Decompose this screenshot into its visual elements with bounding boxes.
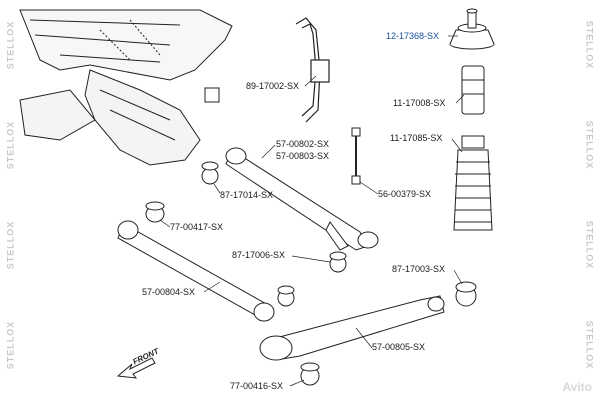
stabilizer-bar [295,17,330,123]
front-arrow-icon [116,357,156,379]
part-label-87-17014-sx: 87-17014-SX [220,190,274,200]
part-label-56-00379-sx: 56-00379-SX [378,189,432,199]
bushing-87-17003 [455,281,477,307]
watermark-left-4: STELLOX [5,320,16,370]
bushing-87-17006 [277,251,347,307]
watermark-right-4: STELLOX [584,320,595,370]
upper-control-arm [225,147,379,251]
part-label-87-17006-sx: 87-17006-SX [232,250,286,260]
part-label-57-00803-sx: 57-00803-SX [276,151,330,161]
lower-control-arm [117,220,275,322]
watermark-left-2: STELLOX [5,120,16,170]
leader-lines [159,35,465,387]
dust-boot [453,135,493,231]
watermark-right-1: STELLOX [584,20,595,70]
bushing-87-17014 [201,161,219,185]
bushing-77-00417 [145,201,165,223]
part-label-77-00416-sx: 77-00416-SX [230,381,284,391]
avito-watermark: Avito [562,380,592,394]
stabilizer-link [351,127,361,185]
part-label-11-17008-sx: 11-17008-SX [393,98,446,108]
part-label-57-00802-sx: 57-00802-SX [276,139,330,149]
bushing-77-00416 [300,362,320,386]
part-label-11-17085-sx: 11-17085-SX [390,133,443,143]
part-label-87-17003-sx: 87-17003-SX [392,264,446,274]
part-label-89-17002-sx: 89-17002-SX [246,81,300,91]
watermark-right-3: STELLOX [584,220,595,270]
part-label-12-17368-sx: 12-17368-SX [386,31,440,41]
watermark-right-2: STELLOX [584,120,595,170]
bump-stop [461,65,485,115]
watermark-left-3: STELLOX [5,220,16,270]
part-label-57-00805-sx: 57-00805-SX [372,342,426,352]
strut-mount [449,8,495,50]
watermark-left-1: STELLOX [5,20,16,70]
part-label-77-00417-sx: 77-00417-SX [170,222,224,232]
part-label-57-00804-sx: 57-00804-SX [142,287,196,297]
subframe [19,9,233,166]
